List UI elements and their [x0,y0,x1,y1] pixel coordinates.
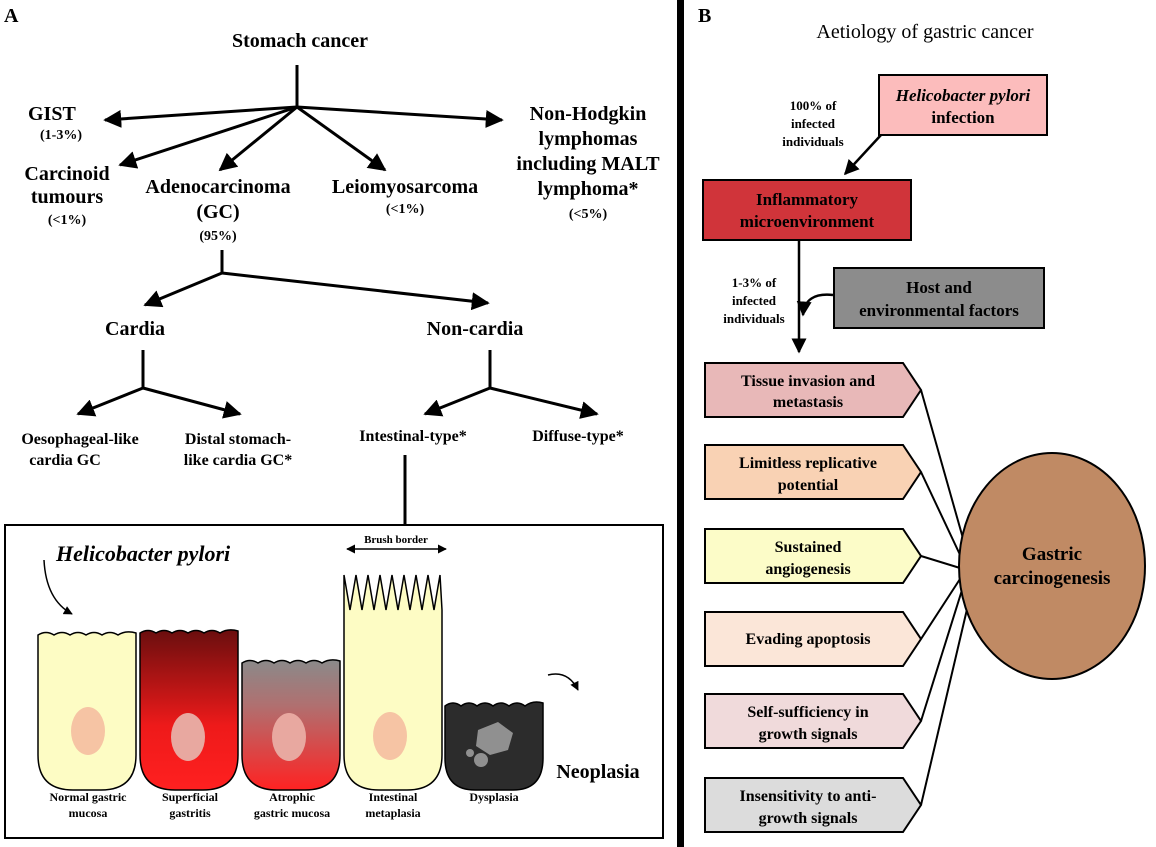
root-label: Stomach cancer [232,30,368,52]
carcinoid-label: Carcinoid [24,163,109,185]
oeso-label-1: Oesophageal-like [21,431,138,448]
nhl-label-2: lymphomas [539,128,638,150]
host-arrow [796,293,834,317]
gastric-carcinogenesis-ellipse [958,452,1146,680]
pct13-label-1: 1-3% of [732,275,777,290]
site-branch-lines [76,350,599,525]
pct13-label-3: individuals [723,311,784,326]
nucleus-metaplasia [373,712,407,760]
hp-infection-label-1: Helicobacter pylori [895,86,1031,105]
hp-infection-label-2: infection [931,108,995,127]
host-label-1: Host and [906,278,972,297]
cell-superficial [139,629,239,791]
stage-label-1a: Normal gastric [50,790,128,804]
panel-b-letter: B [698,5,711,27]
hp-to-inflam-arrow [843,134,882,176]
oeso-label-2: cardia GC [29,452,101,469]
neoplasia-arrow [547,673,579,691]
hallmark-box-3 [704,528,923,584]
host-box [833,267,1045,329]
pct100-label-2: infected [791,116,836,131]
inflam-box [702,179,912,241]
nhl-pct: (<5%) [569,207,608,222]
adeno-pct: (95%) [199,229,237,244]
neoplasia-label: Neoplasia [556,761,639,783]
hallmark-5b: growth signals [759,726,858,743]
hallmark-1b: metastasis [773,394,843,411]
nucleus-dysplasia [476,722,513,755]
hallmark-5a: Self-sufficiency in [747,704,868,721]
hallmark-3b: angiogenesis [765,561,850,578]
stage-label-5a: Dysplasia [469,790,518,804]
panel-divider [677,0,684,847]
stage-label-2b: gastritis [169,806,211,820]
hp-label: Helicobacter pylori [55,541,231,566]
inflam-label-2: microenvironment [740,212,875,231]
stage-label-3a: Atrophic [269,790,315,804]
hallmark-connectors [920,389,969,806]
hallmark-labels: Tissue invasion and metastasis Limitless… [739,373,877,827]
pct13-label-2: infected [732,293,777,308]
pct100-label-1: 100% of [790,98,837,113]
hallmark-box-4 [704,611,923,667]
nucleus-normal [71,707,105,755]
stage-label-3b: gastric mucosa [254,806,330,820]
panel-a-letter: A [4,5,19,27]
hallmark-4a: Evading apoptosis [746,631,871,648]
hallmarks [704,362,923,833]
outcome-label-1: Gastric [1022,544,1082,565]
stage-label-4a: Intestinal [369,790,418,804]
top-tree-lines [103,65,504,172]
outcome-label-2: carcinogenesis [994,568,1111,589]
host-label-2: environmental factors [859,301,1019,320]
intestinal-label: Intestinal-type* [359,428,467,445]
diffuse-label: Diffuse-type* [532,428,624,445]
nucleus-fragment-1 [474,753,488,767]
hp-infection-box [878,74,1048,136]
distal-label-1: Distal stomach- [185,431,291,448]
hallmark-6b: growth signals [759,810,858,827]
leio-pct: (<1%) [386,202,425,217]
carcinoid-pct: (<1%) [48,213,87,228]
leio-label: Leiomyosarcoma [332,176,478,198]
gist-label: GIST [28,103,76,125]
hallmark-1a: Tissue invasion and [741,373,875,390]
cell-metaplasia [343,574,443,791]
stage-label-4b: metaplasia [365,806,420,820]
pct100-label-3: individuals [782,134,843,149]
nhl-label-1: Non-Hodgkin [530,103,647,125]
stage-labels: Normal gastric mucosa Superficial gastri… [50,790,519,820]
hallmark-box-6 [704,777,923,833]
brush-border-label: Brush border [364,534,428,546]
hallmark-box-1 [704,362,923,418]
hallmark-box-5 [704,693,923,749]
stage-label-1b: mucosa [69,806,108,820]
hallmark-box-2 [704,444,923,500]
nhl-label-4: lymphoma* [537,178,638,200]
cardia-label: Cardia [105,318,165,340]
nucleus-fragment-2 [466,749,474,757]
hallmark-2a: Limitless replicative [739,455,877,472]
carcinoid-label-2: tumours [31,186,103,208]
inflam-label-1: Inflammatory [756,190,858,209]
adeno-label-2: (GC) [196,201,239,223]
distal-label-2: like cardia GC* [184,452,292,469]
nucleus-atrophic [272,713,306,761]
nucleus-superficial [171,713,205,761]
adeno-label: Adenocarcinoma [145,176,290,198]
hp-arrow [43,559,73,615]
noncardia-label: Non-cardia [427,318,524,340]
nhl-label-3: including MALT [516,153,660,175]
stage-label-2a: Superficial [162,790,219,804]
gist-pct: (1-3%) [40,128,82,143]
hallmark-6a: Insensitivity to anti- [740,788,877,805]
adeno-branch-lines [143,250,490,311]
hallmark-2b: potential [778,477,839,494]
hallmark-3a: Sustained [775,539,842,556]
panel-b-title: Aetiology of gastric cancer [816,21,1033,43]
